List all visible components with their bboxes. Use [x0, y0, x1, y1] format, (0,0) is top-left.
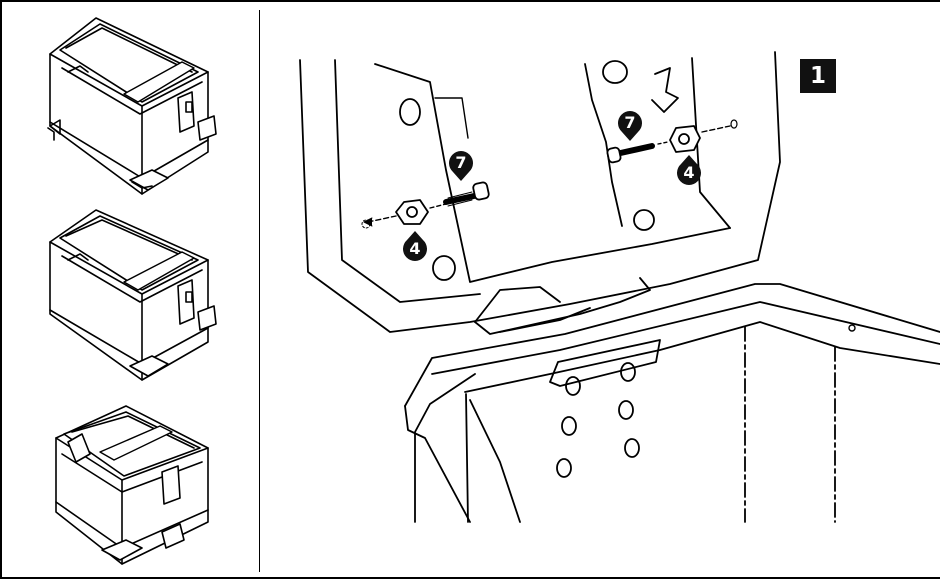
- frame-bottom-line: [0, 577, 940, 579]
- callout-nut-right: 4: [675, 154, 703, 185]
- case-medium-illustration: [49, 209, 217, 381]
- nut-right: [657, 119, 738, 153]
- callout-label: 7: [624, 113, 636, 132]
- screw-left: [443, 181, 490, 207]
- callout-label: 7: [455, 153, 467, 172]
- step-number-badge: 1: [800, 59, 836, 93]
- nut-left: [361, 199, 447, 229]
- callout-marker-icon: [403, 231, 427, 261]
- callout-marker-icon: [449, 151, 473, 181]
- case-variants-panel: [2, 2, 259, 577]
- callout-marker-icon: [677, 155, 701, 185]
- frame-top-line: [0, 0, 940, 2]
- frame-left-line: [0, 0, 2, 579]
- callout-nut-left: 4: [401, 230, 429, 261]
- case-small-illustration: [55, 405, 209, 565]
- callout-marker-icon: [618, 111, 642, 141]
- callout-screw-left: 7: [447, 150, 475, 181]
- hinge-area: [474, 277, 651, 335]
- case-large-illustration: [47, 17, 217, 195]
- mounting-detail-illustration: [260, 2, 940, 577]
- callout-label: 4: [409, 239, 421, 258]
- panel-divider: [259, 10, 260, 572]
- screw-right: [606, 143, 655, 164]
- callout-screw-right: 7: [616, 110, 644, 141]
- case-body-outline: [404, 283, 940, 523]
- lid-outline: [299, 51, 781, 333]
- callout-label: 4: [683, 163, 695, 182]
